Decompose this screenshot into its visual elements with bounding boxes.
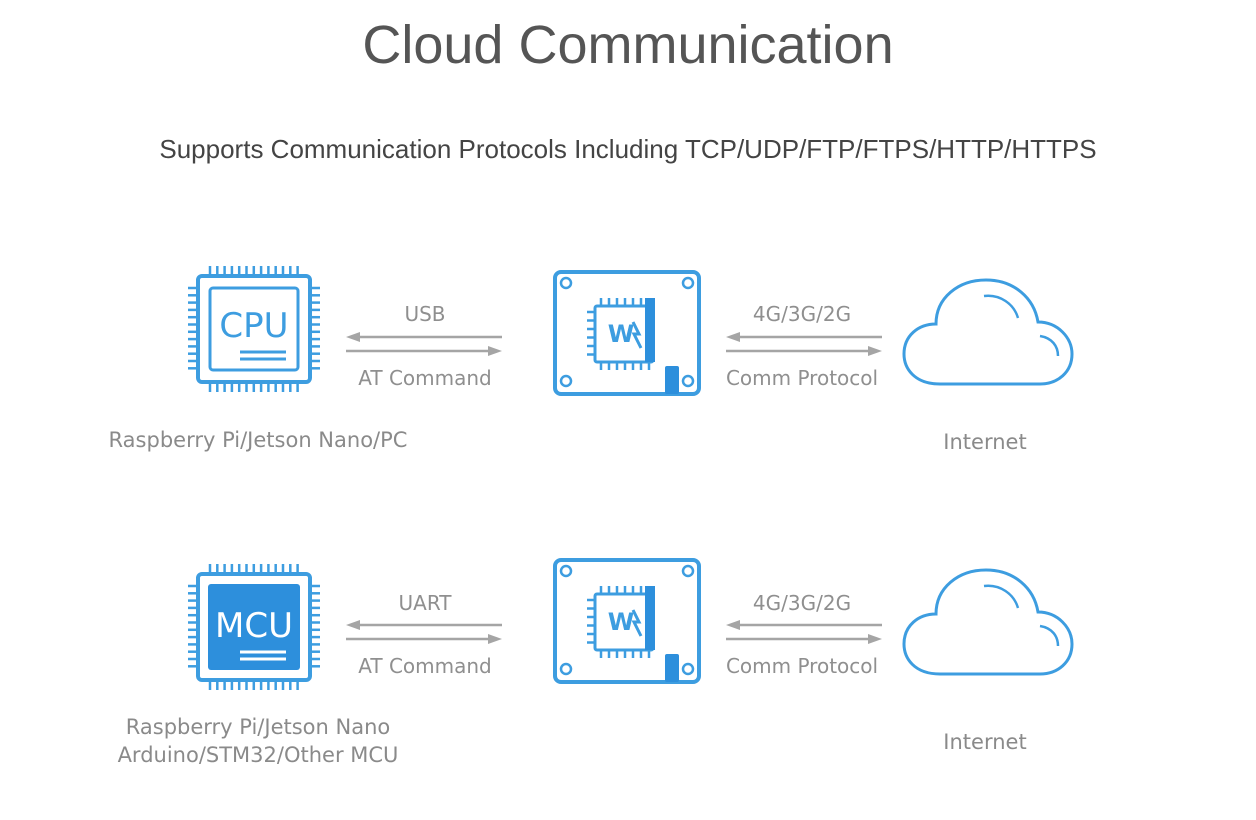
bidirectional-arrow-icon	[726, 620, 882, 644]
cloud-caption: Internet	[943, 730, 1027, 754]
link-left-top-label: UART	[398, 591, 452, 615]
link-right-bottom-label: Comm Protocol	[725, 654, 879, 678]
link-right-top-label: 4G/3G/2G	[752, 302, 852, 326]
link-left-top-label: USB	[404, 302, 446, 326]
chip-label: CPU	[219, 306, 288, 346]
cloud-icon	[902, 568, 1074, 676]
link-right-top-label: 4G/3G/2G	[752, 591, 852, 615]
host-caption-line: Raspberry Pi/Jetson Nano	[125, 715, 391, 739]
link-left-bottom-label: AT Command	[358, 366, 492, 390]
page-subtitle: Supports Communication Protocols Includi…	[159, 134, 1097, 164]
cloud-icon	[902, 278, 1074, 386]
host-caption: Raspberry Pi/Jetson Nano Arduino/STM32/O…	[96, 713, 420, 769]
bidirectional-arrow-icon	[346, 620, 502, 644]
link-left-bottom-label: AT Command	[358, 654, 492, 678]
waveshare-module-icon: W	[553, 270, 701, 396]
cpu-chip-icon: CPU	[188, 266, 320, 392]
page-title: Cloud Communication	[362, 15, 894, 75]
waveshare-module-icon: W	[553, 558, 701, 684]
host-caption-line: Raspberry Pi/Jetson Nano/PC	[108, 428, 408, 452]
mcu-chip-icon: MCU	[188, 564, 320, 690]
host-caption: Raspberry Pi/Jetson Nano/PC	[100, 426, 416, 454]
svg-text:W: W	[608, 320, 634, 348]
chip-label: MCU	[215, 606, 293, 646]
host-caption-line: Arduino/STM32/Other MCU	[117, 743, 399, 767]
bidirectional-arrow-icon	[346, 332, 502, 356]
cloud-caption: Internet	[943, 430, 1027, 454]
bidirectional-arrow-icon	[726, 332, 882, 356]
svg-text:W: W	[608, 608, 634, 636]
link-right-bottom-label: Comm Protocol	[725, 366, 879, 390]
